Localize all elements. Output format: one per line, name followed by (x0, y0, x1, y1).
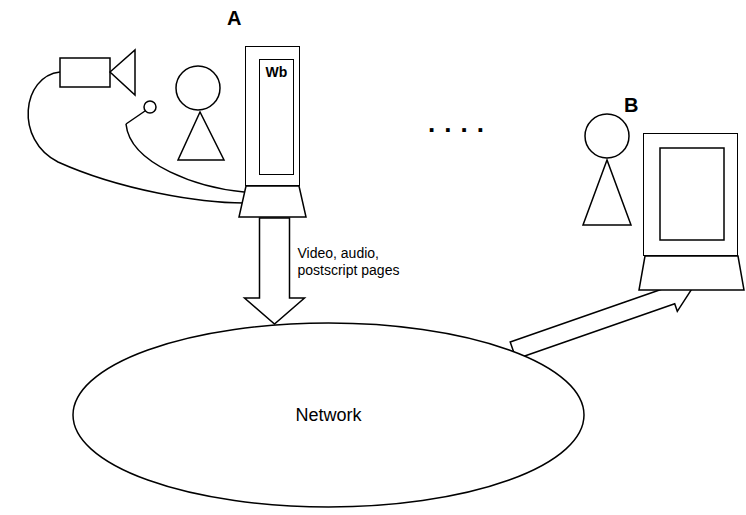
window-box: Wb (259, 59, 294, 175)
camera-body (60, 58, 110, 87)
microphone-stick (126, 111, 145, 124)
person-body (178, 112, 224, 160)
microphone (144, 101, 156, 113)
person-head (585, 114, 629, 158)
edge-label: Video, audio, postscript pages (296, 245, 418, 279)
computer-monitor: B (643, 133, 738, 256)
ellipse-shape (73, 323, 584, 507)
person-head (176, 66, 220, 110)
camera-lens (110, 50, 135, 95)
microphone-cable (126, 124, 244, 192)
node-label: Network (72, 405, 585, 426)
ellipsis-dots: .... (428, 108, 493, 139)
hollow-arrow (510, 279, 692, 359)
node-heading: B (624, 94, 638, 117)
screen (660, 148, 724, 240)
node-label: Wb (260, 60, 293, 80)
computer-base (639, 256, 744, 290)
computer-base (239, 186, 306, 217)
computer-monitor: AWb (245, 46, 300, 186)
node-heading: A (227, 7, 241, 30)
person-body (583, 160, 631, 225)
network-ellipse: Network (72, 322, 585, 508)
